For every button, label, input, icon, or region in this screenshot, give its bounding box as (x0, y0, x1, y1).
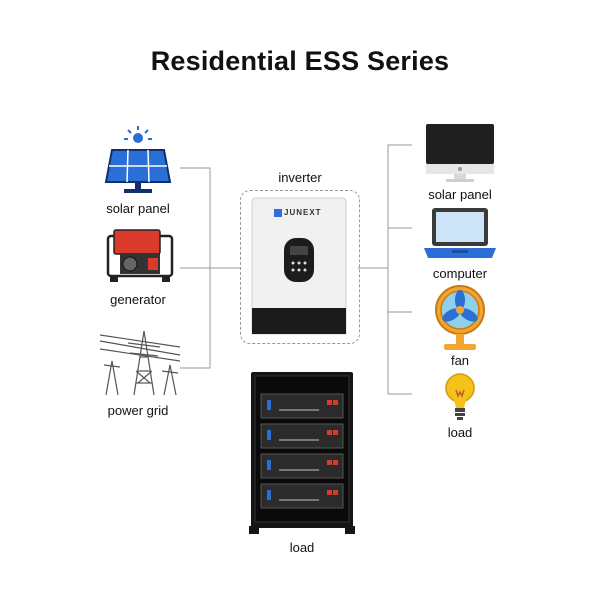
output-label: fan (450, 353, 470, 368)
output-label: computer (432, 266, 488, 281)
laptop-icon (424, 208, 496, 258)
output-label: solar panel (428, 187, 492, 202)
input-label: generator (110, 292, 166, 307)
inverter-label: inverter (278, 170, 322, 185)
input-label: solar panel (106, 201, 170, 216)
output-label: load (447, 425, 473, 440)
power-grid-icon (100, 330, 180, 396)
light-bulb-icon (445, 373, 475, 420)
generator-icon (106, 229, 174, 282)
inverter-icon (251, 197, 347, 335)
battery-label: load (289, 540, 315, 555)
inverter-frame (240, 190, 360, 344)
monitor-icon (426, 124, 494, 182)
battery-rack-icon (249, 372, 355, 534)
fan-icon (435, 285, 485, 350)
input-label: power grid (107, 403, 169, 418)
inverter-brand: JUNEXT (284, 208, 322, 217)
page-title: Residential ESS Series (150, 46, 450, 76)
solar-panel-icon (104, 126, 172, 193)
